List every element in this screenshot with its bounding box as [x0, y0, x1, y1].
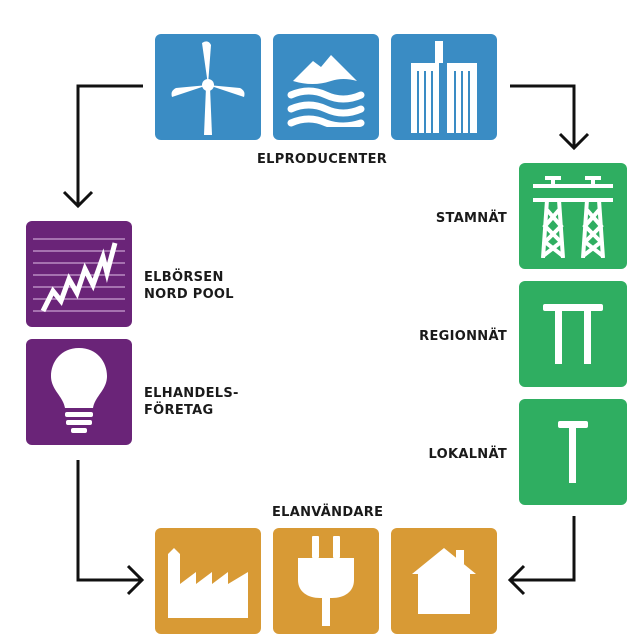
- elhandel-line2: FÖRETAG: [144, 403, 214, 418]
- producers-label: ELPRODUCENTER: [257, 152, 388, 167]
- grid-tile-lokalnat: [519, 399, 627, 505]
- local-pole-icon: [558, 421, 588, 483]
- producer-tile-nuclear: [391, 34, 497, 140]
- elborsen-line2: NORD POOL: [144, 287, 234, 302]
- arrow-head: [126, 564, 145, 596]
- market-tile-elborsen: [26, 221, 132, 327]
- elborsen-line1: ELBÖRSEN: [144, 270, 224, 285]
- arrow-producers-to-grid: [510, 84, 576, 146]
- arrow-grid-to-consumers: [512, 516, 576, 582]
- grid-tile-regionnat: [519, 281, 627, 387]
- consumer-tile-house: [391, 528, 497, 634]
- consumers-label: ELANVÄNDARE: [272, 505, 384, 520]
- grid-tile-stamnat: [519, 163, 627, 269]
- hydro-water-icon: [287, 55, 365, 127]
- arrow-head: [507, 564, 526, 596]
- market-label-elborsen: ELBÖRSEN NORD POOL: [144, 269, 234, 303]
- arrow-head: [558, 132, 590, 151]
- arrow-market-to-consumers: [76, 460, 140, 582]
- house-icon: [412, 548, 476, 614]
- factory-icon: [168, 548, 248, 618]
- producer-tile-wind: [155, 34, 261, 140]
- arrow-producers-to-market: [76, 84, 143, 204]
- consumer-tile-plug: [273, 528, 379, 634]
- electric-plug-icon: [298, 536, 354, 626]
- arrow-head: [62, 190, 94, 209]
- market-label-elhandel: ELHANDELS- FÖRETAG: [144, 385, 239, 419]
- grid-label-regionnat: REGIONNÄT: [419, 329, 507, 344]
- market-tile-elhandel: [26, 339, 132, 445]
- transmission-tower-icon: [533, 176, 613, 258]
- nuclear-plant-icon: [411, 41, 477, 133]
- wind-turbine-icon: [171, 41, 245, 135]
- light-bulb-icon: [51, 348, 107, 433]
- grid-label-stamnat: STAMNÄT: [435, 211, 507, 226]
- consumer-tile-industry: [155, 528, 261, 634]
- elhandel-line1: ELHANDELS-: [144, 386, 239, 401]
- producer-tile-hydro: [273, 34, 379, 140]
- grid-label-lokalnat: LOKALNÄT: [428, 447, 507, 462]
- stock-chart-icon: [33, 238, 125, 313]
- regional-pole-icon: [543, 304, 603, 364]
